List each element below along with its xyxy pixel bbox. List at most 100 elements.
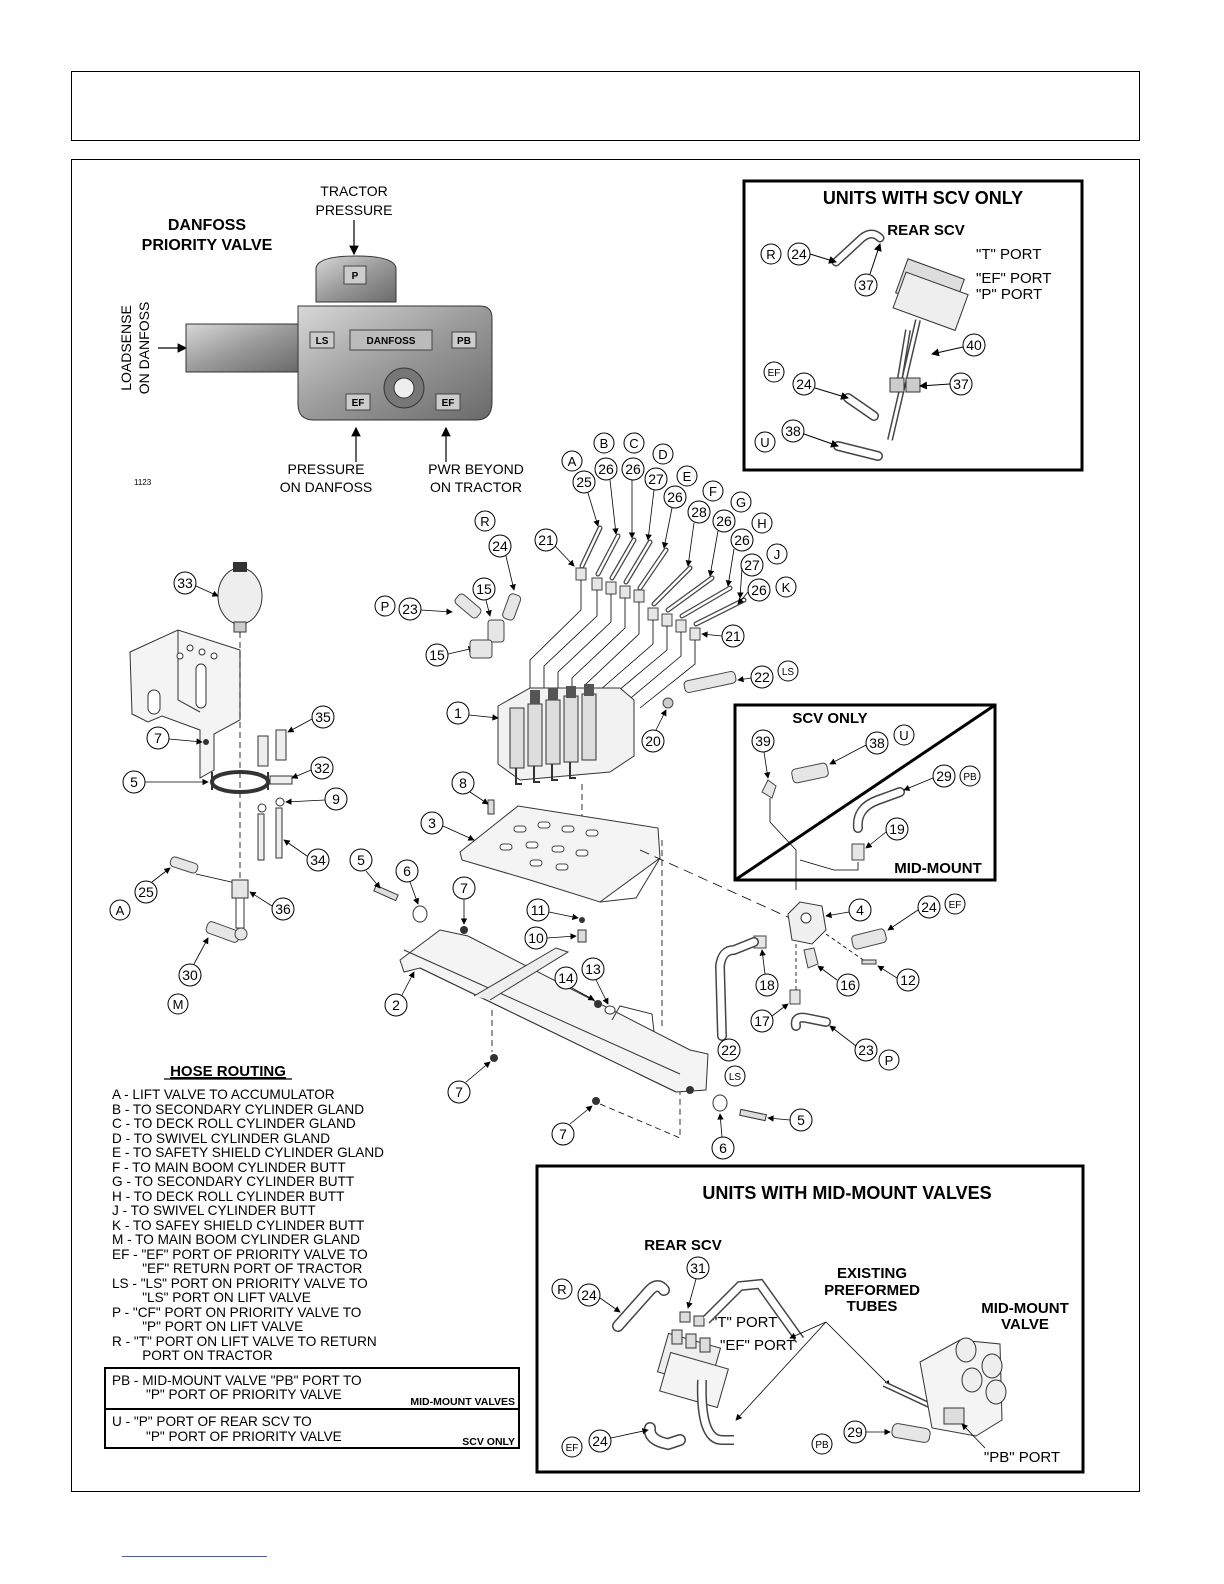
num-2: 2 bbox=[392, 997, 400, 1013]
letter-r: R bbox=[480, 514, 489, 529]
u-line-2: "P" PORT OF PRIORITY VALVE bbox=[146, 1429, 342, 1444]
danfoss-priority-valve-group: DANFOSS PRIORITY VALVE TRACTOR PRESSURE … bbox=[118, 183, 524, 495]
letter-j: J bbox=[774, 547, 781, 562]
num-1: 1 bbox=[454, 705, 462, 721]
scv-only-box: UNITS WITH SCV ONLY REAR SCV "T" PORT "E… bbox=[742, 179, 1084, 472]
inset-letter-u: U bbox=[899, 728, 908, 743]
hose-line: LS - "LS" PORT ON PRIORITY VALVE TO bbox=[112, 1276, 368, 1291]
num-24-ef: 24 bbox=[921, 899, 937, 915]
port-ls-label: LS bbox=[316, 336, 329, 347]
pressure-label-1: PRESSURE bbox=[287, 461, 364, 477]
num-9: 9 bbox=[332, 791, 340, 807]
num-26e: 26 bbox=[734, 532, 750, 548]
hose-line: K - TO SAFEY SHIELD CYLINDER BUTT bbox=[112, 1218, 364, 1233]
num-7c: 7 bbox=[455, 1084, 463, 1100]
existing-3: TUBES bbox=[847, 1298, 898, 1315]
mid-letter-r: R bbox=[557, 1282, 566, 1297]
num-7b: 7 bbox=[460, 880, 468, 896]
inset-num-29: 29 bbox=[936, 768, 952, 784]
num-34: 34 bbox=[310, 852, 326, 868]
num-33: 33 bbox=[177, 575, 193, 591]
scv-box-num-37b: 37 bbox=[953, 376, 969, 392]
num-8: 8 bbox=[459, 775, 467, 791]
mid-num-31: 31 bbox=[690, 1260, 706, 1276]
num-14: 14 bbox=[558, 970, 574, 986]
scv-box-num-24a: 24 bbox=[791, 246, 807, 262]
num-5c: 5 bbox=[797, 1112, 805, 1128]
diagram-frame bbox=[71, 159, 1140, 1492]
num-23: 23 bbox=[402, 601, 418, 617]
inset-num-19: 19 bbox=[889, 821, 905, 837]
scv-box-num-24b: 24 bbox=[796, 376, 812, 392]
scv-box-t-port: "T" PORT bbox=[976, 246, 1041, 263]
hose-line: "EF" RETURN PORT OF TRACTOR bbox=[112, 1261, 363, 1276]
num-26c: 26 bbox=[667, 489, 683, 505]
num-21b: 21 bbox=[725, 628, 741, 644]
mid-mount-t-port: "T" PORT bbox=[712, 1314, 777, 1331]
mid-letter-pb: PB bbox=[815, 1440, 829, 1451]
pb-tag: MID-MOUNT VALVES bbox=[410, 1396, 515, 1408]
hose-routing-title: HOSE ROUTING bbox=[170, 1063, 286, 1080]
num-22: 22 bbox=[754, 669, 770, 685]
scv-box-num-40: 40 bbox=[966, 337, 982, 353]
hose-line: D - TO SWIVEL CYLINDER GLAND bbox=[112, 1131, 330, 1146]
tractor-pressure-label-1: TRACTOR bbox=[320, 183, 387, 199]
hose-line: B - TO SECONDARY CYLINDER GLAND bbox=[112, 1102, 364, 1117]
num-21a: 21 bbox=[538, 532, 554, 548]
u-tag: SCV ONLY bbox=[462, 1436, 515, 1448]
inset-letter-pb: PB bbox=[963, 772, 977, 783]
mid-mount-valve-2: VALVE bbox=[1001, 1316, 1049, 1333]
num-7d: 7 bbox=[559, 1126, 567, 1142]
letter-m: M bbox=[173, 997, 184, 1012]
mid-mount-pb-port: "PB" PORT bbox=[984, 1449, 1060, 1466]
num-23b: 23 bbox=[858, 1042, 874, 1058]
valve-loadsense-stem bbox=[185, 323, 299, 373]
hose-line: "LS" PORT ON LIFT VALVE bbox=[112, 1290, 311, 1305]
existing-1: EXISTING bbox=[837, 1265, 907, 1282]
hose-routing-legend: HOSE ROUTING A - LIFT VALVE TO ACCUMULAT… bbox=[104, 1063, 520, 1449]
pressure-label-2: ON DANFOSS bbox=[280, 479, 373, 495]
num-26b: 26 bbox=[625, 461, 641, 477]
num-18: 18 bbox=[759, 977, 775, 993]
inset-title: SCV ONLY bbox=[792, 710, 867, 727]
num-26d: 26 bbox=[716, 513, 732, 529]
scv-box-rear-scv: REAR SCV bbox=[887, 222, 965, 239]
letter-f: F bbox=[709, 484, 717, 499]
existing-2: PREFORMED bbox=[824, 1282, 920, 1299]
scv-box-num-37a: 37 bbox=[858, 277, 874, 293]
priority-valve-mount: 4 24 EF 18 16 12 17 23 P 22 LS bbox=[714, 893, 966, 1087]
header-box bbox=[71, 71, 1140, 141]
scv-box-ef-port: "EF" PORT bbox=[976, 270, 1051, 287]
pwr-beyond-label-1: PWR BEYOND bbox=[428, 461, 524, 477]
priority-valve-title-2: PRIORITY VALVE bbox=[142, 237, 273, 254]
letter-p-right: P bbox=[885, 1053, 894, 1068]
num-11: 11 bbox=[531, 902, 546, 918]
mid-num-29: 29 bbox=[847, 1424, 863, 1440]
mid-num-24b: 24 bbox=[592, 1433, 608, 1449]
priority-valve-title-1: DANFOSS bbox=[168, 217, 247, 234]
num-12: 12 bbox=[900, 972, 916, 988]
num-30: 30 bbox=[182, 967, 198, 983]
mid-num-24a: 24 bbox=[581, 1287, 597, 1303]
num-32: 32 bbox=[314, 760, 330, 776]
u-line-1: U - "P" PORT OF REAR SCV TO bbox=[112, 1414, 312, 1429]
scv-box-num-38: 38 bbox=[785, 423, 801, 439]
num-20: 20 bbox=[645, 733, 661, 749]
num-25: 25 bbox=[576, 474, 592, 490]
scv-box-title: UNITS WITH SCV ONLY bbox=[823, 188, 1023, 208]
letter-a-accumulator: A bbox=[116, 903, 125, 918]
hose-line: F - TO MAIN BOOM CYLINDER BUTT bbox=[112, 1160, 346, 1175]
mounting-frame: 8 3 2 5 6 7 11 10 14 13 bbox=[349, 771, 813, 1160]
pwr-beyond-label-2: ON TRACTOR bbox=[430, 479, 522, 495]
mid-letter-ef: EF bbox=[566, 1443, 579, 1454]
letter-d: D bbox=[658, 447, 667, 462]
mid-mount-title: UNITS WITH MID-MOUNT VALVES bbox=[702, 1183, 991, 1203]
hose-line: R - "T" PORT ON LIFT VALVE TO RETURN bbox=[112, 1334, 377, 1349]
valve-brand: DANFOSS bbox=[367, 336, 416, 347]
pb-line-2: "P" PORT OF PRIORITY VALVE bbox=[146, 1387, 342, 1402]
footer-link-underline bbox=[122, 1556, 267, 1557]
num-28: 28 bbox=[691, 504, 707, 520]
letter-c: C bbox=[629, 436, 638, 451]
loadsense-label-2: ON DANFOSS bbox=[136, 302, 152, 395]
